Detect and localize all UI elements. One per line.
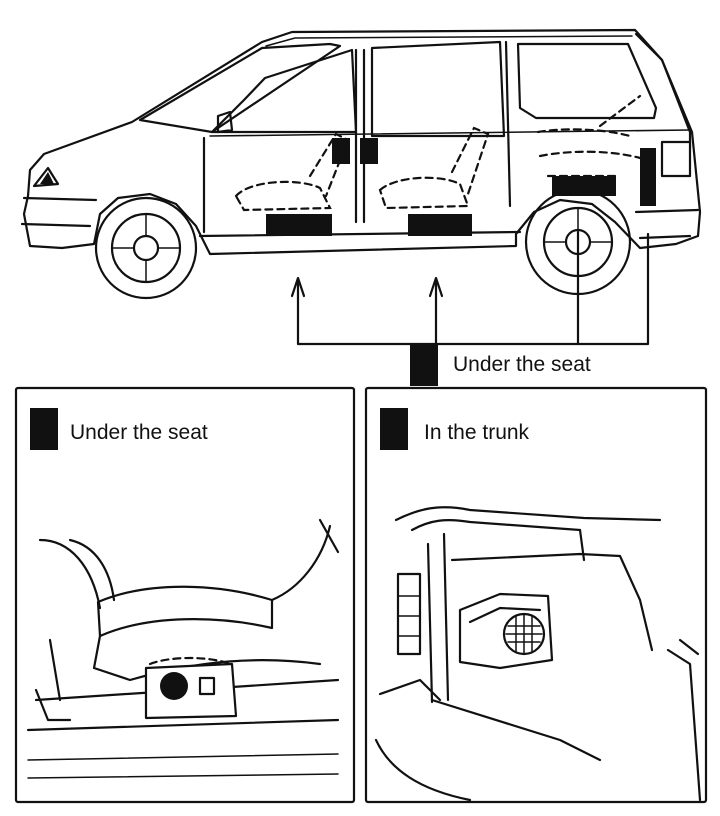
panel-under-seat (14, 386, 356, 804)
panel-title-in-trunk: In the trunk (424, 421, 530, 444)
speaker-icon-left (160, 672, 188, 700)
callout-marker-main (410, 344, 438, 386)
panel-in-trunk (364, 386, 708, 804)
panel-title-under-seat: Under the seat (70, 421, 208, 444)
speaker-rear-seat (552, 176, 616, 196)
seats-dashed (234, 94, 642, 212)
van-body-outline (22, 28, 702, 256)
front-wheel (94, 196, 198, 300)
minivan-side-view (20, 28, 702, 300)
callout-lines (290, 230, 650, 386)
callout-label-under-seat: Under the seat (453, 353, 591, 376)
panel-marker-right (380, 408, 408, 450)
speaker-rear-side (640, 148, 656, 206)
panel-marker-left (30, 408, 58, 450)
speaker-middle-seat (408, 214, 472, 236)
speaker-front-seat (266, 214, 332, 236)
